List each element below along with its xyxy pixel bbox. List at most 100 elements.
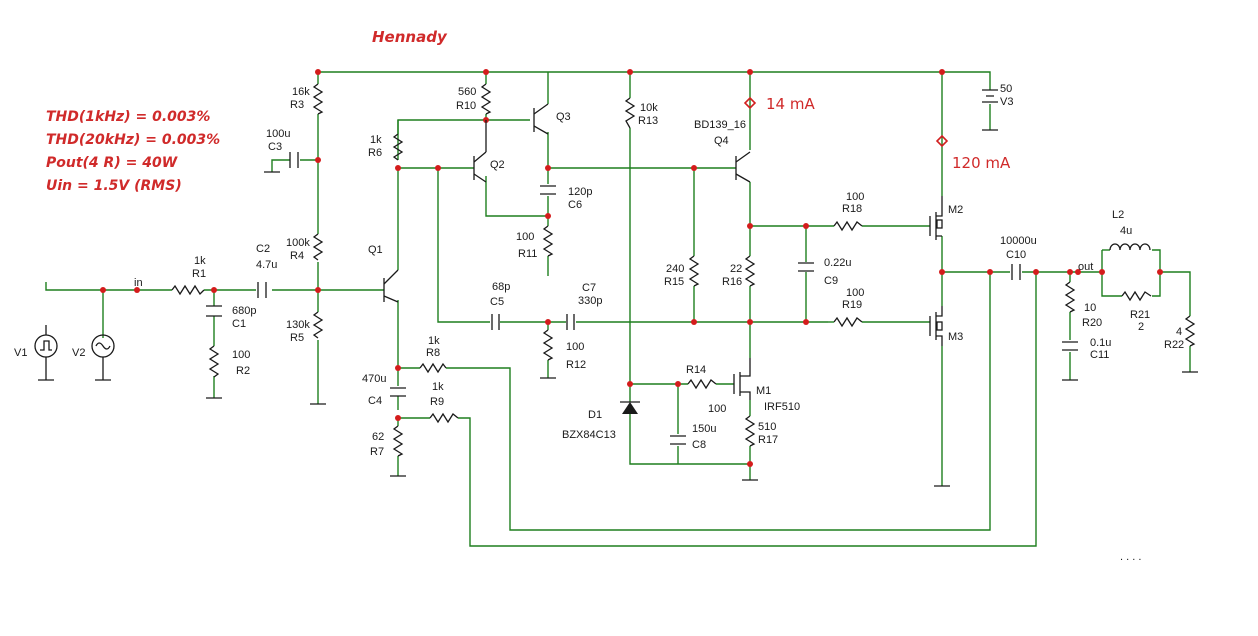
- capacitor-c5: 68p C5: [490, 281, 510, 330]
- capacitor-c1: 680p C1: [206, 305, 256, 330]
- svg-text:R6: R6: [368, 147, 382, 159]
- resistor-r6: 1k R6: [368, 133, 404, 161]
- svg-text:C3: C3: [268, 141, 282, 153]
- svg-text:100u: 100u: [266, 128, 290, 140]
- svg-text:100: 100: [566, 341, 584, 353]
- svg-text:510: 510: [758, 421, 776, 433]
- resistor-r4: 100k R4: [286, 233, 324, 262]
- svg-text:R3: R3: [290, 99, 304, 111]
- svg-text:BZX84C13: BZX84C13: [562, 429, 616, 441]
- svg-text:100: 100: [516, 231, 534, 243]
- svg-text:Q4: Q4: [714, 135, 729, 147]
- svg-text:IRF510: IRF510: [764, 401, 800, 413]
- corner-mark: . . . .: [1120, 551, 1141, 563]
- svg-text:Q2: Q2: [490, 159, 505, 171]
- svg-text:100: 100: [846, 287, 864, 299]
- author-label: Hennady: [372, 28, 448, 46]
- note-uin: Uin = 1.5V (RMS): [46, 178, 182, 194]
- svg-text:150u: 150u: [692, 423, 716, 435]
- svg-text:L2: L2: [1112, 209, 1124, 221]
- resistor-r17: 510 R17: [744, 415, 778, 447]
- svg-text:1k: 1k: [370, 134, 382, 146]
- resistor-r12: 100 R12: [542, 329, 586, 371]
- svg-text:50: 50: [1000, 83, 1012, 95]
- resistor-r14: R14 100: [686, 364, 726, 415]
- svg-text:330p: 330p: [578, 295, 602, 307]
- source-v2: V2: [72, 334, 115, 380]
- svg-text:R21: R21: [1130, 309, 1150, 321]
- resistor-r16: 22 R16: [722, 255, 756, 288]
- svg-text:240: 240: [666, 263, 684, 275]
- svg-text:68p: 68p: [492, 281, 510, 293]
- svg-text:4u: 4u: [1120, 225, 1132, 237]
- resistor-r13: 10k R13: [624, 97, 658, 129]
- transistor-q4: BD139_16 Q4: [694, 119, 751, 183]
- capacitor-c11: 0.1u C11: [1062, 337, 1111, 361]
- resistor-r5: 130k R5: [286, 311, 324, 344]
- mosfet-m1: M1 IRF510: [733, 358, 800, 413]
- probe-q4-current: 14 mA: [766, 95, 815, 113]
- svg-text:1k: 1k: [194, 255, 206, 267]
- transistor-q3: Q3: [533, 103, 571, 135]
- capacitor-c3: 100u C3: [266, 128, 299, 168]
- svg-text:4.7u: 4.7u: [256, 259, 277, 271]
- svg-text:M3: M3: [948, 331, 963, 343]
- svg-text:120p: 120p: [568, 186, 592, 198]
- source-v3: 50 V3: [982, 83, 1013, 108]
- svg-text:M2: M2: [948, 204, 963, 216]
- svg-text:16k: 16k: [292, 86, 310, 98]
- svg-text:R19: R19: [842, 299, 862, 311]
- svg-text:R8: R8: [426, 347, 440, 359]
- svg-text:R22: R22: [1164, 339, 1184, 351]
- capacitor-c7: C7 330p: [566, 282, 602, 330]
- svg-text:R13: R13: [638, 115, 658, 127]
- svg-text:M1: M1: [756, 385, 771, 397]
- svg-text:100: 100: [232, 349, 250, 361]
- svg-text:C6: C6: [568, 199, 582, 211]
- svg-text:2: 2: [1138, 321, 1144, 333]
- zener-diode-d1: D1 BZX84C13: [562, 401, 640, 441]
- svg-text:Q3: Q3: [556, 111, 571, 123]
- source-v1: V1: [14, 325, 58, 380]
- resistor-r1: R1 1k: [171, 255, 206, 296]
- capacitor-c10: 10000u C10: [1000, 235, 1037, 280]
- mosfet-m3: M3: [929, 306, 963, 346]
- svg-text:R16: R16: [722, 276, 742, 288]
- resistor-r7: 62 R7: [370, 425, 404, 458]
- ground-symbols: [38, 129, 1198, 487]
- svg-text:C11: C11: [1090, 349, 1109, 361]
- current-probe-q4: 14 mA: [743, 95, 815, 113]
- svg-text:C5: C5: [490, 296, 504, 308]
- resistor-r22: 4 R22: [1164, 315, 1196, 351]
- capacitor-c9: 0.22u C9: [798, 257, 852, 287]
- svg-text:R1: R1: [192, 268, 206, 280]
- net-label-in: in: [134, 277, 143, 289]
- resistor-r3: 16k R3: [290, 83, 324, 115]
- junction-dots: [100, 69, 1163, 467]
- svg-text:470u: 470u: [362, 373, 386, 385]
- svg-text:V1: V1: [14, 347, 27, 359]
- svg-text:R20: R20: [1082, 317, 1102, 329]
- capacitor-c6: 120p C6: [540, 185, 592, 211]
- svg-text:C10: C10: [1006, 249, 1026, 261]
- svg-text:10000u: 10000u: [1000, 235, 1037, 247]
- svg-text:C1: C1: [232, 318, 246, 330]
- svg-text:22: 22: [730, 263, 742, 275]
- probe-m2-current: 120 mA: [952, 154, 1011, 172]
- svg-text:100: 100: [846, 191, 864, 203]
- svg-text:100: 100: [708, 403, 726, 415]
- svg-text:4: 4: [1176, 326, 1182, 338]
- svg-text:V3: V3: [1000, 96, 1013, 108]
- svg-text:R7: R7: [370, 446, 384, 458]
- svg-text:Q1: Q1: [368, 244, 383, 256]
- svg-text:R4: R4: [290, 250, 304, 262]
- svg-text:10k: 10k: [640, 102, 658, 114]
- note-thd-20khz: THD(20kHz) = 0.003%: [46, 132, 220, 148]
- svg-text:R17: R17: [758, 434, 778, 446]
- svg-text:62: 62: [372, 431, 384, 443]
- note-pout: Pout(4 R) = 40W: [46, 155, 178, 171]
- svg-text:R12: R12: [566, 359, 586, 371]
- svg-text:680p: 680p: [232, 305, 256, 317]
- svg-text:0.1u: 0.1u: [1090, 337, 1111, 349]
